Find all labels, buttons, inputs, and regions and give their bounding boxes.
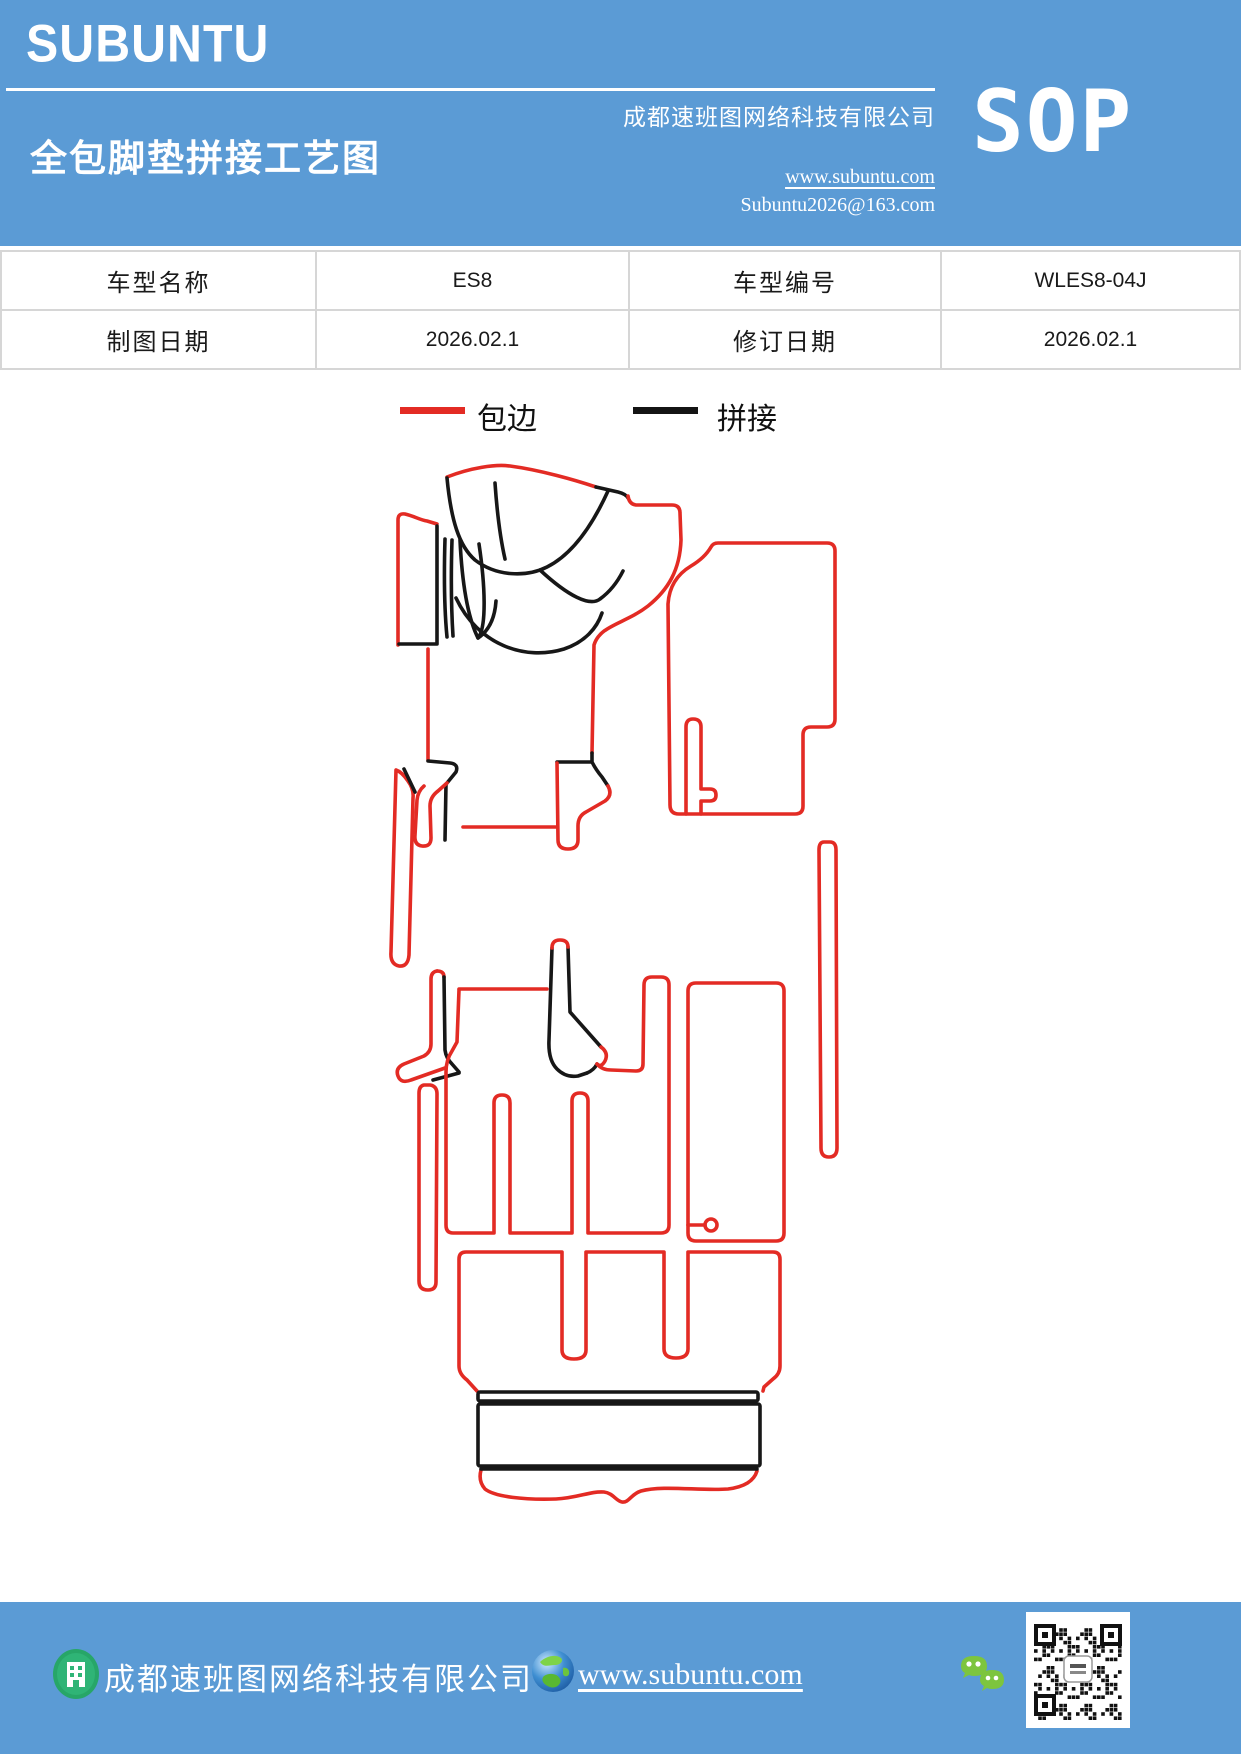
model-name-label: 车型名称 [0, 250, 317, 311]
edge-legend-label: 包边 [477, 403, 537, 436]
page-title: 全包脚垫拼接工艺图 [30, 139, 381, 180]
building-icon [53, 1649, 99, 1699]
wechat-icon [961, 1656, 1004, 1691]
seam-band-wide [476, 1402, 762, 1468]
draw-date-label: 制图日期 [0, 309, 317, 370]
table-row: 制图日期 2026.02.1 修订日期 2026.02.1 [0, 309, 1241, 370]
draw-date-value: 2026.02.1 [315, 309, 630, 370]
header-company-name: 成都速班图网络科技有限公司 [623, 105, 935, 130]
qr-code [1026, 1612, 1130, 1728]
model-code-label: 车型编号 [628, 250, 942, 311]
revise-date-value: 2026.02.1 [940, 309, 1241, 370]
sop-badge: SOP [972, 72, 1134, 172]
vehicle-info-table: 车型名称 ES8 车型编号 WLES8-04J 制图日期 2026.02.1 修… [0, 250, 1241, 370]
driver-mat [396, 463, 683, 851]
table-row: 车型名称 ES8 车型编号 WLES8-04J [0, 250, 1241, 311]
passenger-mat [666, 541, 837, 816]
second-row-mat [395, 938, 786, 1292]
revise-date-label: 修订日期 [628, 309, 942, 370]
header-website-text[interactable]: www.subuntu.com [785, 166, 935, 188]
header-divider [6, 88, 935, 91]
company-logo: SUBUNTU [26, 13, 270, 73]
third-row-mat [457, 1250, 782, 1504]
footer-website-text[interactable]: www.subuntu.com [578, 1658, 803, 1691]
edge-color-swatch [400, 407, 465, 414]
header-website-link[interactable]: www.subuntu.com [515, 166, 935, 189]
footer-website-link[interactable]: www.subuntu.com [578, 1658, 803, 1692]
driver-side-strip [389, 767, 417, 968]
page-footer: 成都速班图网络科技有限公司 www.subuntu.com [0, 1602, 1241, 1754]
model-name-value: ES8 [315, 250, 630, 311]
globe-icon [532, 1650, 574, 1692]
seam-legend-label: 拼接 [717, 403, 777, 436]
seam-band-thin [476, 1390, 760, 1403]
seam-color-swatch [633, 407, 698, 414]
footer-company-name: 成都速班图网络科技有限公司 [104, 1662, 533, 1697]
rear-door-strip [817, 840, 839, 1159]
header-email: Subuntu2026@163.com [740, 194, 935, 216]
model-code-value: WLES8-04J [940, 250, 1241, 311]
page-header: SUBUNTU 全包脚垫拼接工艺图 成都速班图网络科技有限公司 www.subu… [0, 0, 1241, 246]
